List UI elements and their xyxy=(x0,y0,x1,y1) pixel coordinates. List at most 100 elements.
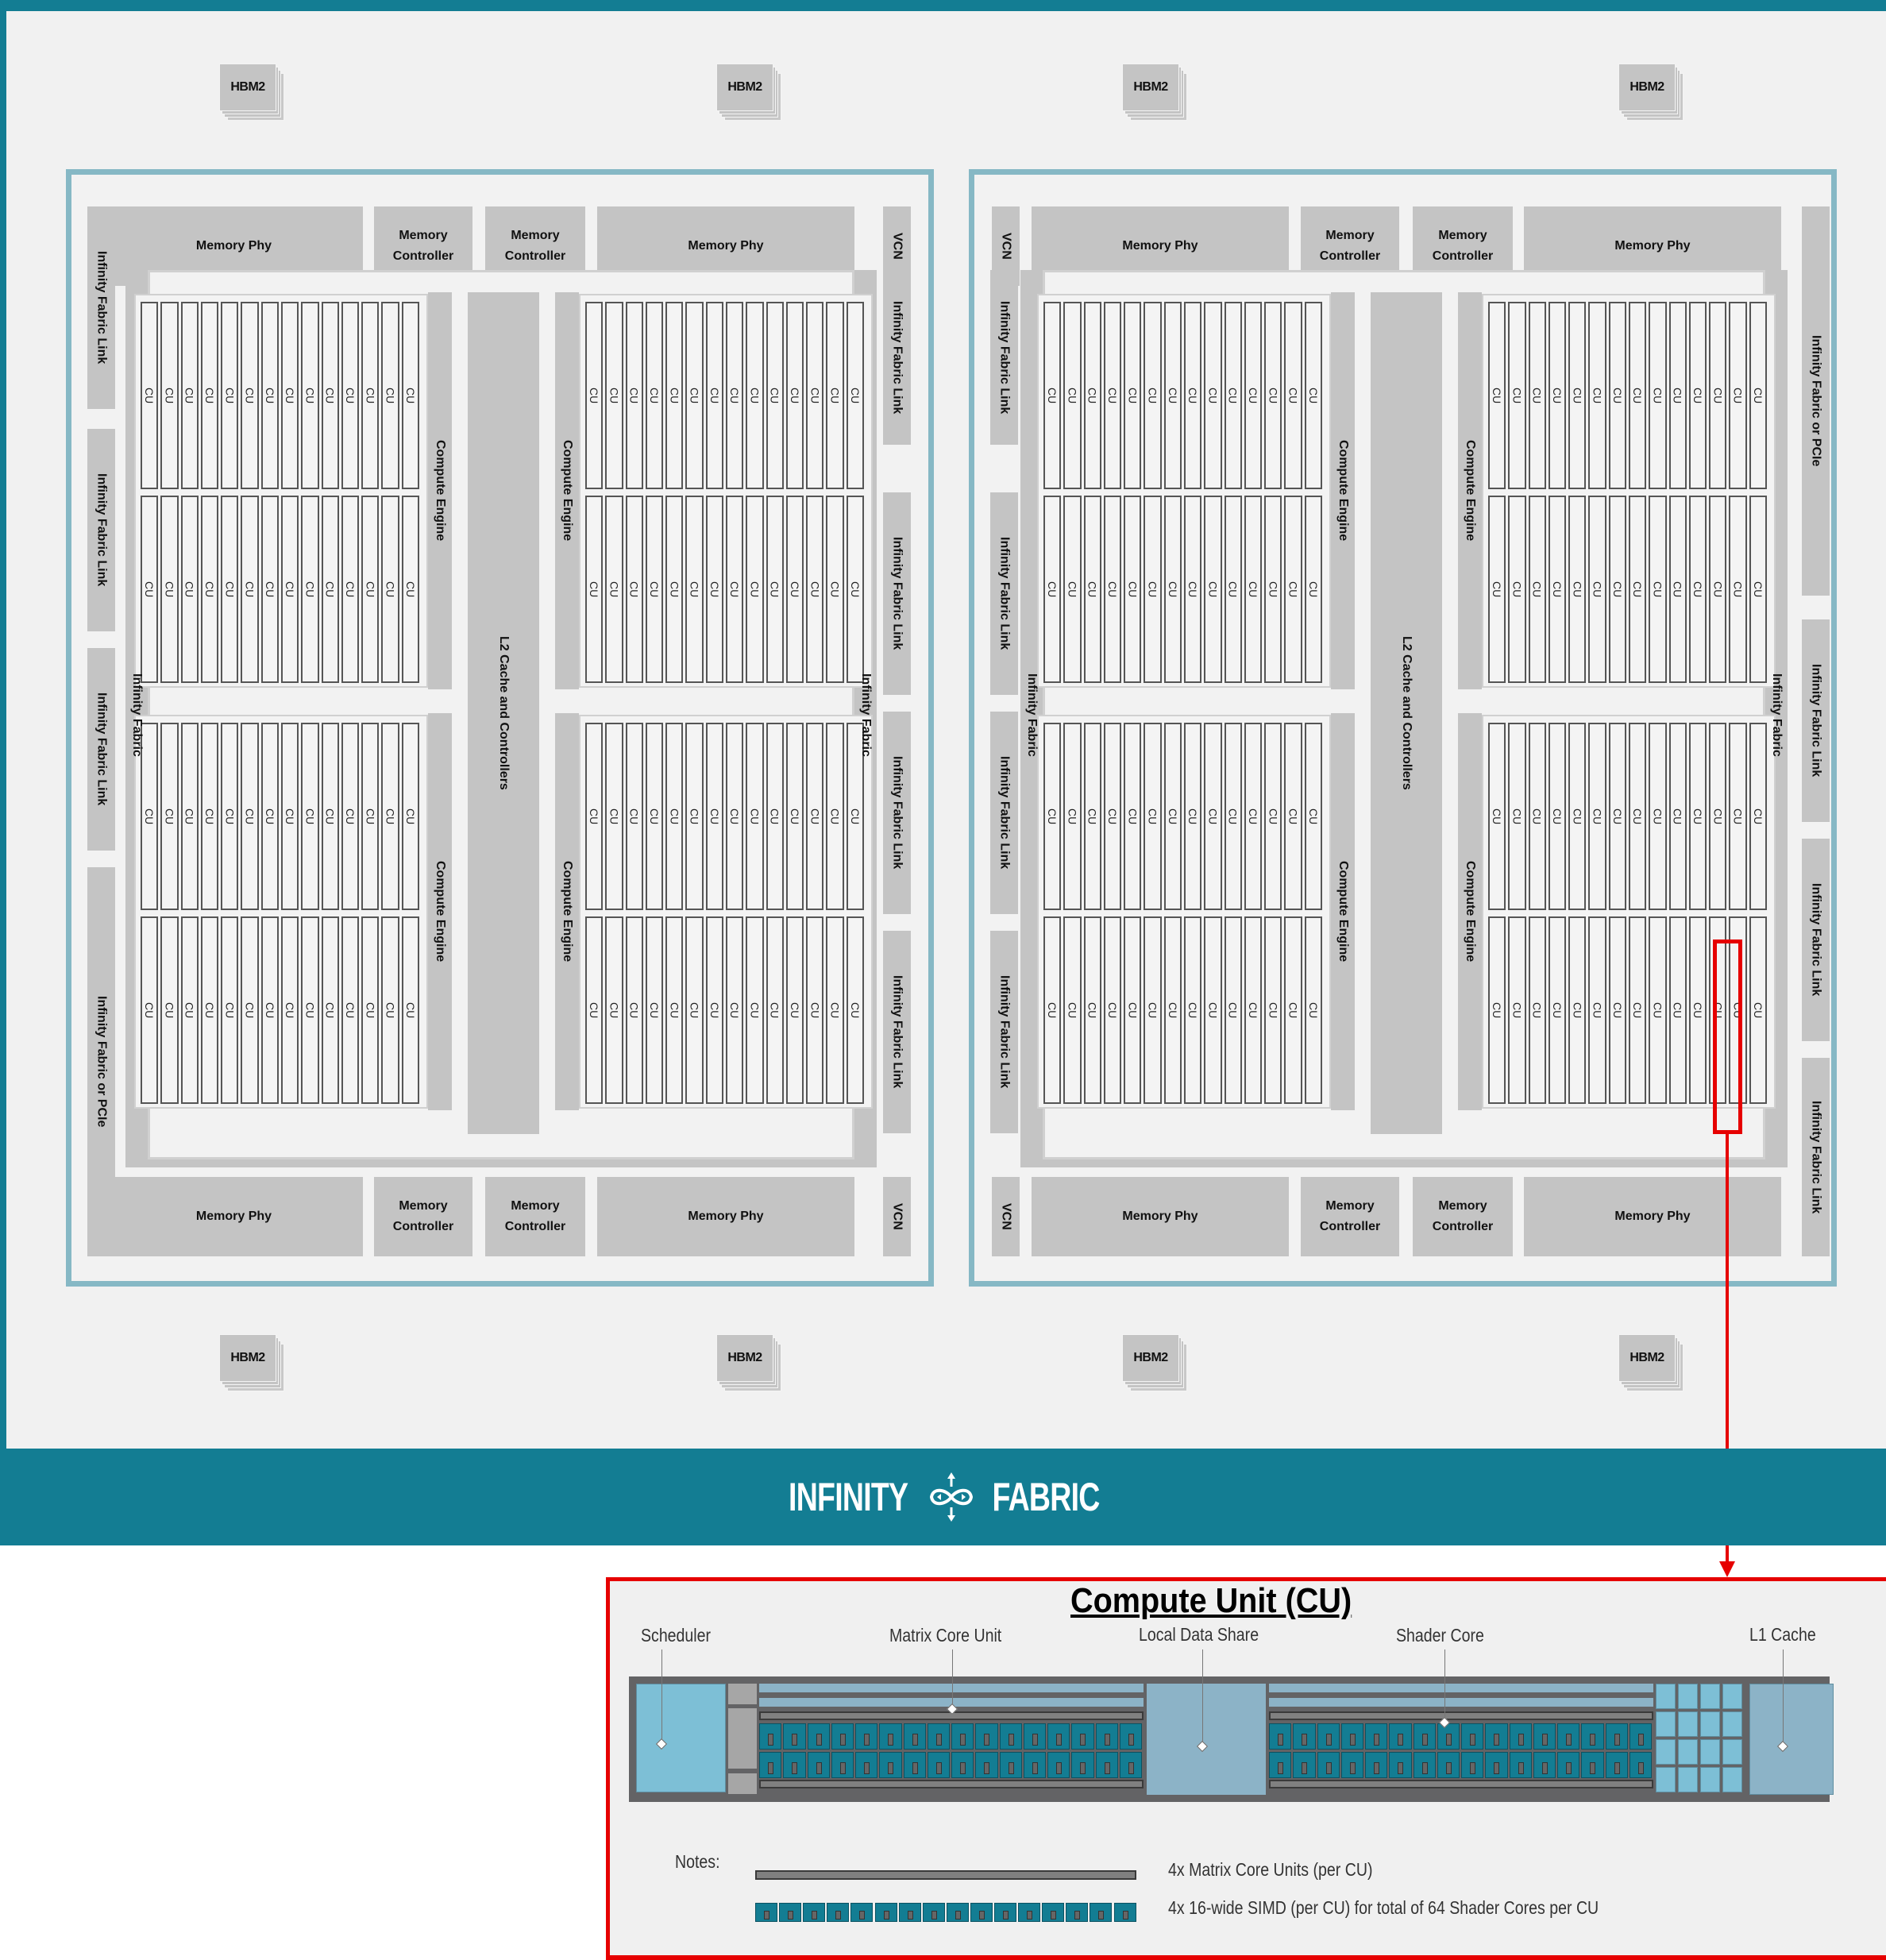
compute-unit[interactable]: CU xyxy=(1184,496,1202,683)
compute-unit[interactable]: CU xyxy=(645,916,664,1104)
compute-unit[interactable]: CU xyxy=(1124,496,1142,683)
compute-unit[interactable]: CU xyxy=(301,916,319,1104)
compute-unit[interactable]: CU xyxy=(381,496,399,683)
compute-unit[interactable]: CU xyxy=(806,496,824,683)
compute-unit[interactable]: CU xyxy=(281,496,299,683)
compute-unit[interactable]: CU xyxy=(401,496,419,683)
compute-unit[interactable]: CU xyxy=(1508,723,1526,910)
compute-unit[interactable]: CU xyxy=(1083,302,1101,489)
compute-unit[interactable]: CU xyxy=(141,302,159,489)
compute-unit[interactable]: CU xyxy=(381,916,399,1104)
compute-unit[interactable]: CU xyxy=(1709,302,1727,489)
compute-unit[interactable]: CU xyxy=(1729,723,1747,910)
compute-unit[interactable]: CU xyxy=(1184,723,1202,910)
compute-unit[interactable]: CU xyxy=(585,723,604,910)
compute-unit[interactable]: CU xyxy=(846,302,864,489)
compute-unit[interactable]: CU xyxy=(1629,916,1647,1104)
compute-unit[interactable]: CU xyxy=(1144,496,1162,683)
compute-unit[interactable]: CU xyxy=(401,302,419,489)
compute-unit[interactable]: CU xyxy=(301,302,319,489)
compute-unit[interactable]: CU xyxy=(1668,723,1687,910)
compute-unit[interactable]: CU xyxy=(341,723,360,910)
compute-unit[interactable]: CU xyxy=(1568,302,1587,489)
compute-unit[interactable]: CU xyxy=(766,302,784,489)
compute-unit[interactable]: CU xyxy=(746,723,764,910)
compute-unit[interactable]: CU xyxy=(200,916,219,1104)
compute-unit[interactable]: CU xyxy=(1608,916,1626,1104)
compute-unit[interactable]: CU xyxy=(341,916,360,1104)
compute-unit[interactable]: CU xyxy=(1083,916,1101,1104)
compute-unit[interactable]: CU xyxy=(260,723,279,910)
compute-unit[interactable]: CU xyxy=(1244,496,1263,683)
compute-unit[interactable]: CU xyxy=(141,496,159,683)
compute-unit[interactable]: CU xyxy=(1548,302,1567,489)
compute-unit[interactable]: CU xyxy=(361,302,380,489)
compute-unit[interactable]: CU xyxy=(1083,723,1101,910)
compute-unit[interactable]: CU xyxy=(1608,496,1626,683)
compute-unit[interactable]: CU xyxy=(685,916,704,1104)
compute-unit[interactable]: CU xyxy=(180,916,199,1104)
compute-unit[interactable]: CU xyxy=(1508,302,1526,489)
compute-unit[interactable]: CU xyxy=(1204,916,1222,1104)
compute-unit[interactable]: CU xyxy=(665,302,684,489)
compute-unit[interactable]: CU xyxy=(260,916,279,1104)
compute-unit[interactable]: CU xyxy=(1688,496,1707,683)
compute-unit[interactable]: CU xyxy=(1063,496,1082,683)
compute-unit[interactable]: CU xyxy=(361,916,380,1104)
compute-unit[interactable]: CU xyxy=(221,916,239,1104)
compute-unit[interactable]: CU xyxy=(1124,723,1142,910)
compute-unit[interactable]: CU xyxy=(1063,916,1082,1104)
compute-unit[interactable]: CU xyxy=(1204,723,1222,910)
compute-unit[interactable]: CU xyxy=(1264,302,1282,489)
compute-unit[interactable]: CU xyxy=(1103,496,1122,683)
compute-unit[interactable]: CU xyxy=(605,302,623,489)
compute-unit[interactable]: CU xyxy=(1749,496,1767,683)
compute-unit[interactable]: CU xyxy=(160,723,179,910)
compute-unit[interactable]: CU xyxy=(321,302,339,489)
compute-unit[interactable]: CU xyxy=(160,916,179,1104)
compute-unit[interactable]: CU xyxy=(1163,496,1182,683)
compute-unit[interactable]: CU xyxy=(1688,302,1707,489)
compute-unit[interactable]: CU xyxy=(846,916,864,1104)
compute-unit[interactable]: CU xyxy=(1043,723,1062,910)
compute-unit[interactable]: CU xyxy=(726,723,744,910)
compute-unit[interactable]: CU xyxy=(806,302,824,489)
compute-unit[interactable]: CU xyxy=(361,723,380,910)
compute-unit[interactable]: CU xyxy=(1304,916,1322,1104)
compute-unit[interactable]: CU xyxy=(665,496,684,683)
compute-unit[interactable]: CU xyxy=(1749,916,1767,1104)
compute-unit[interactable]: CU xyxy=(1608,302,1626,489)
compute-unit[interactable]: CU xyxy=(826,916,844,1104)
compute-unit[interactable]: CU xyxy=(281,723,299,910)
compute-unit[interactable]: CU xyxy=(1204,496,1222,683)
compute-unit[interactable]: CU xyxy=(1749,723,1767,910)
compute-unit[interactable]: CU xyxy=(726,496,744,683)
compute-unit[interactable]: CU xyxy=(1284,723,1302,910)
compute-unit[interactable]: CU xyxy=(1163,916,1182,1104)
compute-unit[interactable]: CU xyxy=(1629,302,1647,489)
compute-unit[interactable]: CU xyxy=(1224,496,1242,683)
compute-unit[interactable]: CU xyxy=(1508,916,1526,1104)
compute-unit[interactable]: CU xyxy=(1548,916,1567,1104)
compute-unit[interactable]: CU xyxy=(785,302,804,489)
compute-unit[interactable]: CU xyxy=(141,916,159,1104)
compute-unit[interactable]: CU xyxy=(1043,496,1062,683)
compute-unit[interactable]: CU xyxy=(281,916,299,1104)
compute-unit[interactable]: CU xyxy=(1224,723,1242,910)
compute-unit[interactable]: CU xyxy=(1063,723,1082,910)
compute-unit[interactable]: CU xyxy=(605,916,623,1104)
compute-unit[interactable]: CU xyxy=(1184,302,1202,489)
compute-unit[interactable]: CU xyxy=(605,723,623,910)
compute-unit[interactable]: CU xyxy=(321,916,339,1104)
compute-unit[interactable]: CU xyxy=(585,916,604,1104)
compute-unit[interactable]: CU xyxy=(746,496,764,683)
compute-unit[interactable]: CU xyxy=(141,723,159,910)
compute-unit[interactable]: CU xyxy=(1568,723,1587,910)
compute-unit[interactable]: CU xyxy=(1528,496,1546,683)
compute-unit[interactable]: CU xyxy=(1304,302,1322,489)
compute-unit[interactable]: CU xyxy=(665,723,684,910)
compute-unit[interactable]: CU xyxy=(806,916,824,1104)
compute-unit[interactable]: CU xyxy=(401,723,419,910)
compute-unit[interactable]: CU xyxy=(1244,916,1263,1104)
compute-unit[interactable]: CU xyxy=(1649,302,1667,489)
